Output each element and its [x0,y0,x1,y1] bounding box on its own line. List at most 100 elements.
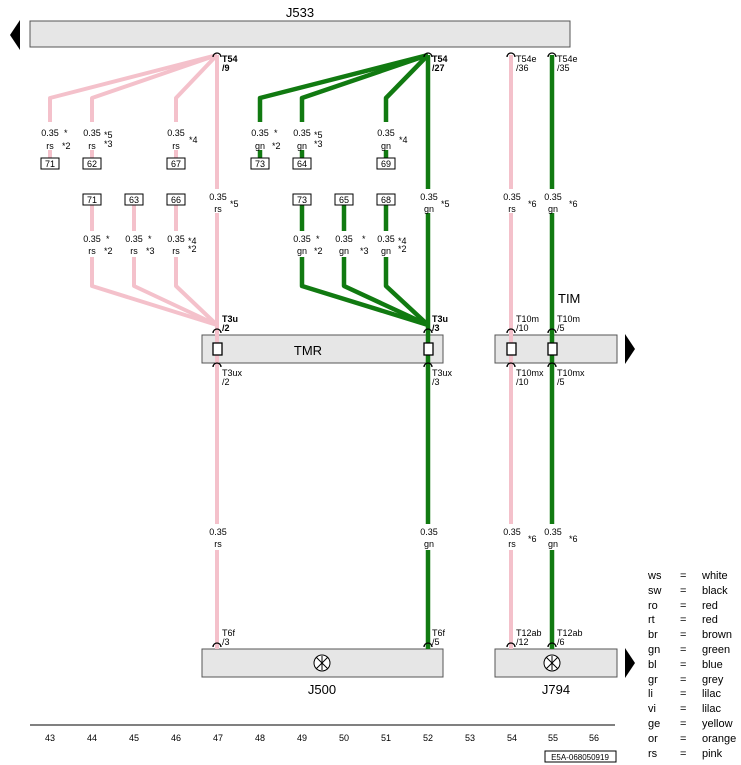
wire-note: * [274,128,278,138]
column-number: 54 [507,733,517,743]
legend-color: black [702,584,728,597]
legend-eq: = [680,599,687,612]
conn-label: T6f [222,628,236,638]
conn-label: /10 [516,323,529,333]
terminal-number: 71 [87,195,97,205]
legend-eq: = [680,614,687,627]
wire-color: gn [381,246,391,256]
legend-row: ge=yellow [648,717,741,732]
conn-label: /3 [432,377,440,387]
legend-color: red [702,599,718,612]
right-arrow-icon [625,648,635,678]
wire-note: *4 [399,135,408,145]
tmr-bar [201,334,444,364]
column-number: 55 [548,733,558,743]
gap [416,524,442,550]
conn-label: /35 [557,63,570,73]
wire-size: 0.35 [293,234,311,244]
conn-label: T10mx [557,368,585,378]
wire-note: * [148,234,152,244]
inline-connector-icon [547,342,558,356]
wire-size: 0.35 [167,234,185,244]
conn-label: T6f [432,628,446,638]
pin-icon [506,642,516,648]
legend-abbr: ro [648,599,658,612]
legend-row: vi=lilac [648,702,741,717]
wire-note: *4 [189,135,198,145]
pin-icon [506,52,516,58]
wire-gn-branch-49-top [299,52,429,122]
mid-bot-connector-labels: T3ux /2 T3ux /3 T10mx /10 T10mx /5 [222,368,585,387]
conn-label: /2 [222,377,230,387]
gap [374,231,400,257]
conn-label: T10m [516,314,539,324]
legend-abbr: bl [648,658,657,671]
terminal-number: 68 [381,195,391,205]
legend-eq: = [680,747,687,760]
wire-color: rs [508,539,516,549]
wire-note: * [316,234,320,244]
gap [80,124,106,150]
conn-label: T54 [222,54,238,64]
gap [248,124,274,150]
legend-row: rs=pink [648,747,741,762]
wire-color: rs [130,246,138,256]
wire-size: 0.35 [503,527,521,537]
bottom-connector-labels: T6f /3 T6f /5 T12ab /12 T12ab /6 [222,628,583,647]
gap [540,524,566,550]
wire-color: rs [214,204,222,214]
wire-color: rs [88,246,96,256]
wire-rs-branch-43-top [48,53,218,122]
terminal-box [376,193,396,206]
conn-label: T3u [432,314,448,324]
mid-top-connector-labels: T3u /2 T3u /3 T10m /10 T10m /5 [222,314,580,333]
pin-icon [547,362,557,368]
conn-label: /5 [557,323,565,333]
tmr-label: TMR [294,343,322,358]
wire-size: 0.35 [544,527,562,537]
gap [332,231,358,257]
terminal-box [292,193,312,206]
box-row-2: 71 63 66 73 65 68 [82,193,396,206]
column-number: 46 [171,733,181,743]
conn-label: /27 [432,63,445,73]
column-number: 48 [255,733,265,743]
legend-color: green [702,643,731,656]
legend-eq: = [680,703,687,716]
wire-size: 0.35 [209,192,227,202]
gap [416,189,442,213]
legend-abbr: gn [648,643,661,656]
wire-note: *2 [398,244,407,254]
pin-icon [212,328,222,334]
wire-note: *5 [104,130,113,140]
wire-rs-branch-44-top [90,53,218,122]
column-number: 49 [297,733,307,743]
conn-label: /3 [432,323,440,333]
j500-label: J500 [308,682,336,697]
pin-icon [423,328,433,334]
wire-color: gn [424,539,434,549]
legend-abbr: rt [648,614,655,627]
column-number: 53 [465,733,475,743]
terminal-box [40,157,60,170]
terminal-box [250,157,270,170]
pin-icon [212,362,222,368]
legend-row: bl=blue [648,658,741,673]
terminal-box [166,193,186,206]
terminal-number: 66 [171,195,181,205]
wire-note: *6 [528,199,537,209]
terminal-box [82,193,102,206]
terminal-number: 73 [255,159,265,169]
gap [290,124,316,150]
legend-color: brown [702,629,732,642]
wire-size: 0.35 [209,527,227,537]
wire-size: 0.35 [420,527,438,537]
conn-label: /2 [222,323,230,333]
conn-label: /3 [222,637,230,647]
legend-color: lilac [702,688,721,701]
wire-note: *3 [314,139,323,149]
conn-label: /5 [432,637,440,647]
terminal-box [334,193,354,206]
gap [540,189,566,213]
inline-connector-icon [423,342,434,356]
